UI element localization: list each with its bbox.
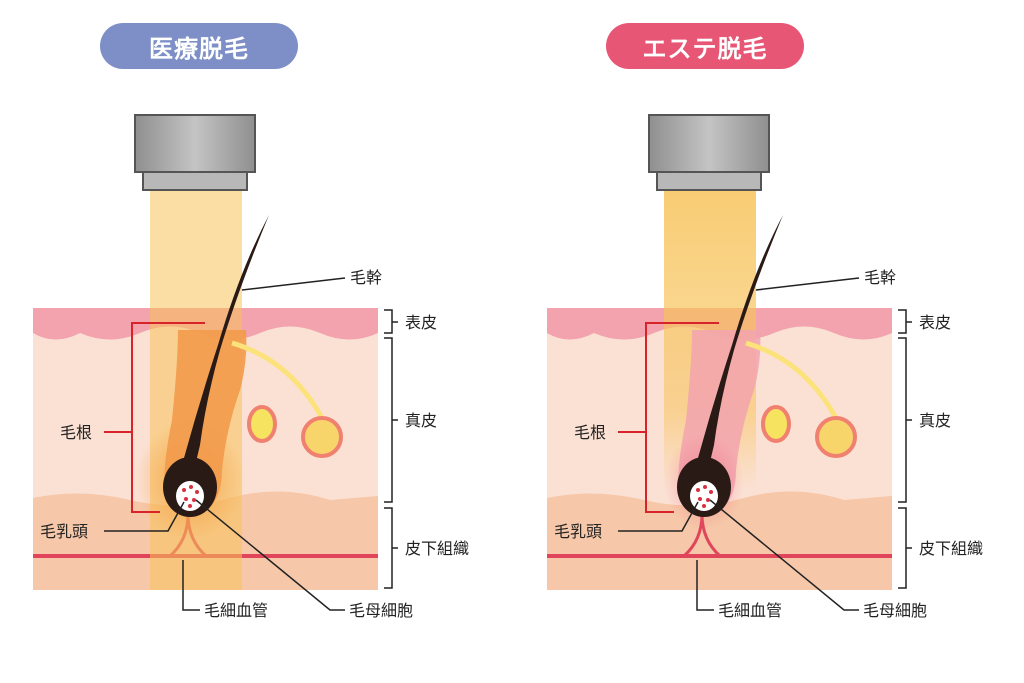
sweat-gland [815,416,857,458]
subcutaneous-bracket [384,507,398,589]
laser-device-head [134,114,256,173]
label-capillary: 毛細血管 [718,601,782,620]
light-device-nozzle [656,171,762,191]
light-device-head [648,114,770,173]
label-papilla: 毛乳頭 [40,522,88,541]
sweat-duct [231,340,325,420]
label-dermis: 真皮 [919,411,951,430]
panel-esthetic: 毛根 表皮 真皮 皮下組織 毛幹 毛乳頭 毛細血管 毛母細胞 [547,114,983,620]
subcutaneous-bracket [898,507,912,589]
papilla-dots [696,485,713,508]
label-hair-root: 毛根 [60,423,92,442]
epidermis-bracket [898,309,912,334]
sebaceous-gland [761,405,791,443]
label-epidermis: 表皮 [919,313,951,332]
hair-root-bracket [645,322,719,513]
panel-medical: 毛根 表皮 真皮 皮下組織 毛幹 毛乳頭 毛細血管 毛母細胞 [33,114,469,620]
epidermis-bracket [384,309,398,334]
hair-root-bracket [131,322,205,513]
dermis-bracket [384,337,398,503]
label-matrix-cell: 毛母細胞 [349,601,413,620]
hair-shaft [698,215,783,470]
dermis-bracket [898,337,912,503]
papilla-dots [182,485,199,508]
label-hair-shaft: 毛幹 [350,268,382,287]
label-hair-root: 毛根 [574,423,606,442]
label-dermis: 真皮 [405,411,437,430]
sweat-duct [745,340,839,420]
label-matrix-cell: 毛母細胞 [863,601,927,620]
label-subcutaneous: 皮下組織 [919,539,983,558]
label-subcutaneous: 皮下組織 [405,539,469,558]
hair-shaft [184,215,269,470]
title-medical-hair-removal: 医療脱毛 [100,23,298,69]
label-hair-shaft: 毛幹 [864,268,896,287]
sweat-gland [301,416,343,458]
title-esthetic-hair-removal: エステ脱毛 [606,23,804,69]
label-epidermis: 表皮 [405,313,437,332]
sebaceous-gland [247,405,277,443]
label-papilla: 毛乳頭 [554,522,602,541]
laser-device-nozzle [142,171,248,191]
label-capillary: 毛細血管 [204,601,268,620]
